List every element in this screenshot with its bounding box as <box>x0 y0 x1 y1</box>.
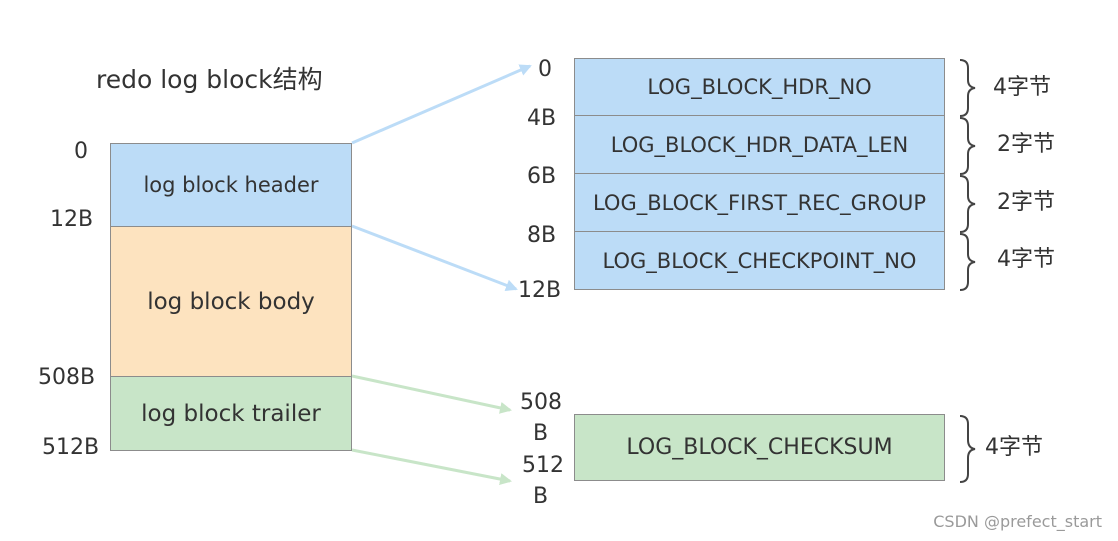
brace-2 <box>959 117 976 175</box>
header-bottom-arrow <box>351 224 518 292</box>
header-offset-6b: 6B <box>527 164 557 189</box>
left-offset-0: 0 <box>74 139 88 164</box>
field-log-block-checkpoint-no: LOG_BLOCK_CHECKPOINT_NO <box>574 231 945 290</box>
brace-4 <box>959 233 976 291</box>
log-block-header-box: log block header <box>110 143 352 227</box>
field-name: LOG_BLOCK_CHECKSUM <box>626 435 893 460</box>
size-first-rec-group: 2字节 <box>997 190 1055 215</box>
brace-3 <box>959 175 976 233</box>
size-hdr-data-len: 2字节 <box>997 132 1055 157</box>
log-block-body-label: log block body <box>147 288 315 315</box>
trailer-offset-512-num: 512 <box>522 453 564 478</box>
diagram-title: redo log block结构 <box>96 65 323 94</box>
trailer-offset-508-num: 508 <box>520 390 562 415</box>
field-name: LOG_BLOCK_FIRST_REC_GROUP <box>592 190 927 215</box>
trailer-top-arrow <box>351 374 512 414</box>
log-block-header-label: log block header <box>143 173 319 197</box>
header-offset-0: 0 <box>538 57 552 82</box>
field-name: LOG_BLOCK_HDR_NO <box>647 75 872 99</box>
log-block-body-box: log block body <box>110 226 352 377</box>
field-log-block-checksum: LOG_BLOCK_CHECKSUM <box>574 414 945 481</box>
header-offset-8b: 8B <box>527 223 557 248</box>
trailer-bottom-arrow <box>351 448 512 485</box>
field-name: LOG_BLOCK_CHECKPOINT_NO <box>602 248 917 273</box>
field-log-block-first-rec-group: LOG_BLOCK_FIRST_REC_GROUP <box>574 173 945 232</box>
trailer-offset-508-unit: B <box>533 421 549 446</box>
header-offset-12b: 12B <box>518 278 562 303</box>
field-log-block-hdr-no: LOG_BLOCK_HDR_NO <box>574 58 945 116</box>
field-name: LOG_BLOCK_HDR_DATA_LEN <box>610 132 909 157</box>
trailer-offset-512-unit: B <box>533 484 549 509</box>
log-block-trailer-label: log block trailer <box>141 400 321 427</box>
size-checksum: 4字节 <box>985 435 1043 460</box>
size-checkpoint-no: 4字节 <box>997 247 1055 272</box>
left-offset-12b: 12B <box>50 207 94 232</box>
header-top-arrow <box>351 64 532 145</box>
watermark: CSDN @prefect_start <box>933 512 1102 531</box>
field-log-block-hdr-data-len: LOG_BLOCK_HDR_DATA_LEN <box>574 115 945 174</box>
header-offset-4b: 4B <box>527 106 557 131</box>
size-hdr-no: 4字节 <box>993 75 1051 100</box>
left-offset-508b: 508B <box>38 365 96 390</box>
left-offset-512b: 512B <box>42 435 100 460</box>
log-block-trailer-box: log block trailer <box>110 376 352 451</box>
brace-1 <box>959 59 976 117</box>
brace-5 <box>959 415 976 483</box>
